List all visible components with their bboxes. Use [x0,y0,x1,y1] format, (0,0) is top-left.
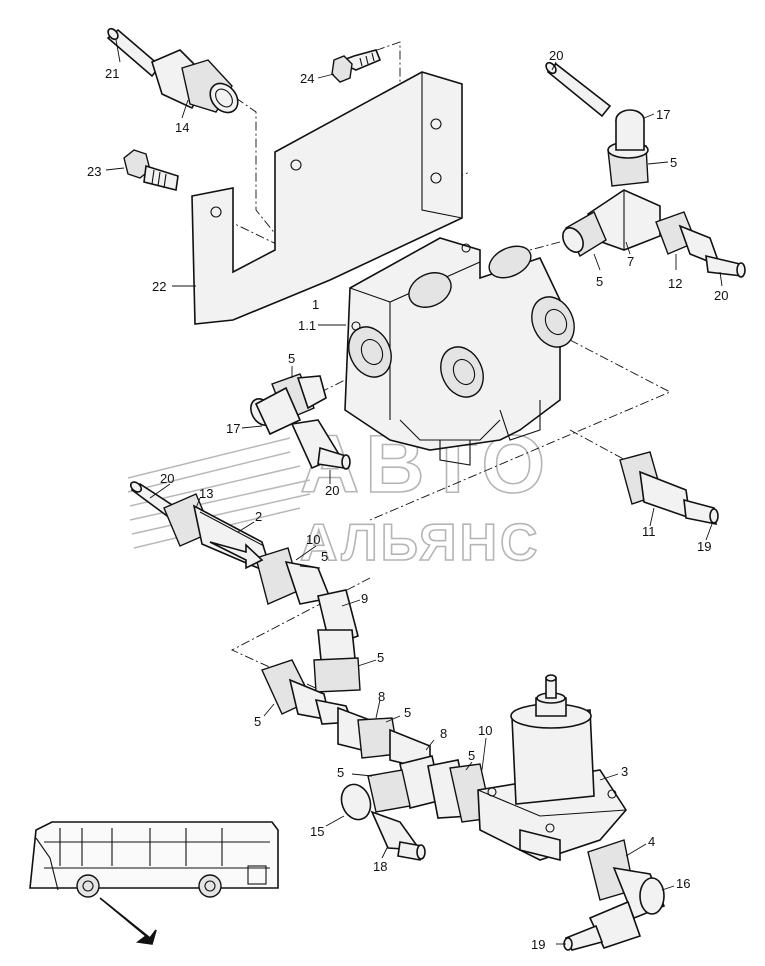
label-1: 1 [312,297,319,312]
label-20-top: 20 [549,48,563,63]
fitting-17-left [250,373,351,470]
lower-pipe-assembly [261,659,493,861]
label-8-lower: 8 [440,726,447,741]
label-17-top: 17 [656,107,670,122]
part-labels: 21 14 24 23 22 20 17 5 5 7 12 20 1 1.1 5… [87,48,728,952]
tee-7 [545,61,746,278]
label-9: 9 [361,591,368,606]
label-21: 21 [105,66,119,81]
label-18: 18 [373,859,387,874]
label-3: 3 [621,764,628,779]
filter-2 [129,481,332,605]
label-23: 23 [87,164,101,179]
label-5-lower-left: 5 [254,714,261,729]
label-14: 14 [175,120,189,135]
label-22: 22 [152,279,166,294]
label-20-filter: 20 [160,471,174,486]
label-2: 2 [255,509,262,524]
label-16: 16 [676,876,690,891]
fitting-11 [619,451,719,526]
fitting-14 [106,27,239,114]
bracket-plate-22 [191,71,463,325]
label-5-lower: 5 [337,765,344,780]
label-5-upper: 5 [321,549,328,564]
label-20-right: 20 [714,288,728,303]
label-10-upper: 10 [306,532,320,547]
label-20-mid: 20 [325,483,339,498]
location-arrow-icon [99,897,157,945]
label-5-left: 5 [288,351,295,366]
leader-lines [105,39,723,945]
regulator-3 [477,674,627,862]
elbow-9 [313,589,361,693]
bolt-24 [331,49,382,83]
label-19-bottom: 19 [531,937,545,952]
watermark-line2: АЛЬЯНС [300,514,541,572]
label-19-right: 19 [697,539,711,554]
label-12: 12 [668,276,682,291]
label-17-left: 17 [226,421,240,436]
label-10-lower: 10 [478,723,492,738]
label-15: 15 [310,824,324,839]
label-7: 7 [627,254,634,269]
bolt-23 [123,149,179,191]
bus-icon [29,821,279,945]
label-4: 4 [648,834,655,849]
label-24: 24 [300,71,314,86]
label-1-1: 1.1 [298,318,316,333]
label-5-tee-top: 5 [670,155,677,170]
valve-body-1 [344,237,575,466]
label-13: 13 [199,486,213,501]
label-5-lower-right: 5 [468,748,475,763]
label-8-upper: 8 [378,689,385,704]
fitting-16 [563,839,666,951]
label-5-tee-left: 5 [596,274,603,289]
label-5-elbow: 5 [377,650,384,665]
label-5-mid: 5 [404,705,411,720]
label-11: 11 [642,524,656,539]
